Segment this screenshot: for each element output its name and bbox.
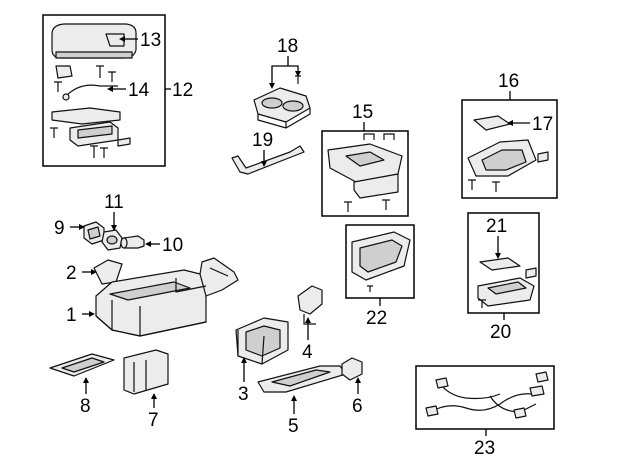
callout-3: 3	[238, 384, 249, 405]
switch-part	[83, 221, 105, 245]
socket-part	[101, 229, 123, 251]
holder-mat-part	[479, 257, 521, 271]
callout-7: 7	[148, 410, 159, 431]
callout-22: 22	[366, 308, 387, 329]
console-lid-box	[321, 130, 409, 217]
console-lid-part	[327, 133, 403, 212]
garnish-part	[351, 231, 411, 292]
console-body-part	[95, 257, 239, 337]
callout-23: 23	[474, 438, 495, 459]
tray-part	[467, 139, 549, 192]
bulb-part	[120, 235, 145, 249]
mat-part	[49, 353, 115, 377]
cupholder-part	[253, 87, 311, 129]
console-bracket-part	[231, 145, 305, 175]
callout-15: 15	[352, 102, 373, 123]
console-base-plate-part	[257, 365, 347, 393]
callout-labels: 13 14 12 18 19 15 16 17 11 9 10 21 22 20…	[54, 30, 553, 459]
storage-box-part	[235, 317, 289, 365]
armrest-latch-part	[105, 33, 125, 47]
trim-plate-part	[93, 259, 123, 285]
holder-tray-part	[477, 267, 537, 308]
armrest-hardware-parts	[50, 65, 131, 158]
callout-1: 1	[66, 305, 77, 326]
callout-16: 16	[498, 71, 519, 92]
callout-13: 13	[140, 30, 161, 51]
tray-mat-part	[473, 115, 511, 131]
callout-20: 20	[490, 322, 511, 343]
leader-lines	[70, 36, 530, 436]
callout-9: 9	[54, 218, 65, 239]
callout-12: 12	[172, 80, 193, 101]
callout-5: 5	[288, 416, 299, 437]
harness-box	[415, 365, 555, 430]
callout-19: 19	[252, 130, 273, 151]
bracket-clip-part	[297, 285, 323, 325]
armrest-kit-box	[42, 14, 166, 167]
callout-17: 17	[532, 114, 553, 135]
callout-14: 14	[128, 80, 150, 101]
callout-8: 8	[80, 396, 91, 417]
callout-4: 4	[302, 342, 313, 363]
cupholder-screw	[295, 75, 301, 84]
callout-6: 6	[352, 396, 363, 417]
callout-10: 10	[162, 235, 183, 256]
armrest-lid-part	[51, 23, 137, 59]
side-panel-part	[123, 349, 169, 395]
clip-part	[341, 357, 363, 381]
callout-11: 11	[104, 192, 124, 213]
callout-18: 18	[277, 36, 298, 57]
callout-2: 2	[66, 263, 77, 284]
wire-harness-part	[425, 371, 549, 419]
callout-21: 21	[486, 216, 507, 237]
